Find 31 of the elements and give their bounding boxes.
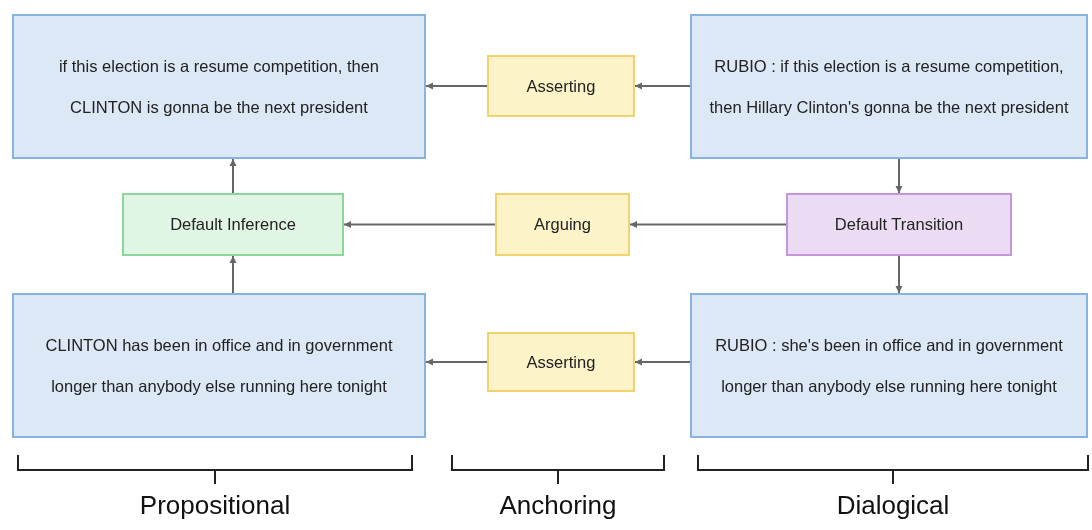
node-text: Arguing <box>534 214 591 235</box>
section-label: Dialogical <box>836 490 950 521</box>
node-text: Default Transition <box>834 214 964 235</box>
locution-box <box>690 293 1088 438</box>
arrow <box>895 255 903 294</box>
arrow <box>425 358 488 366</box>
node-text: Default Inference <box>170 214 296 235</box>
arrow <box>229 255 237 294</box>
arrow <box>229 158 237 194</box>
illocution-box <box>487 55 635 117</box>
node-text: Asserting <box>526 75 596 97</box>
illocution-box <box>487 332 635 392</box>
node-text: if this election is a resume competition, then CLINTON is gonna be the next president <box>57 55 381 118</box>
inference-box <box>122 193 344 256</box>
section-label: Anchoring <box>499 490 617 521</box>
arrow <box>629 221 787 228</box>
arrow <box>634 358 691 366</box>
arrow <box>895 158 903 194</box>
node-text: RUBIO : she's been in office and in government longer than anybody else running here tonight <box>714 334 1064 397</box>
node-text: RUBIO : if this election is a resume competition, then Hillary Clinton's gonna be the next president <box>708 55 1070 118</box>
locution-box <box>690 14 1088 159</box>
proposition-box <box>12 293 426 438</box>
section-label: Propositional <box>139 490 291 521</box>
arrow <box>343 221 496 228</box>
transition-box <box>786 193 1012 256</box>
arrow <box>425 82 488 90</box>
illocution-box <box>495 193 630 256</box>
proposition-box <box>12 14 426 159</box>
node-text: CLINTON has been in office and in government longer than anybody else running here tonight <box>44 334 394 397</box>
node-text: Asserting <box>526 351 596 373</box>
arrow <box>634 82 691 90</box>
